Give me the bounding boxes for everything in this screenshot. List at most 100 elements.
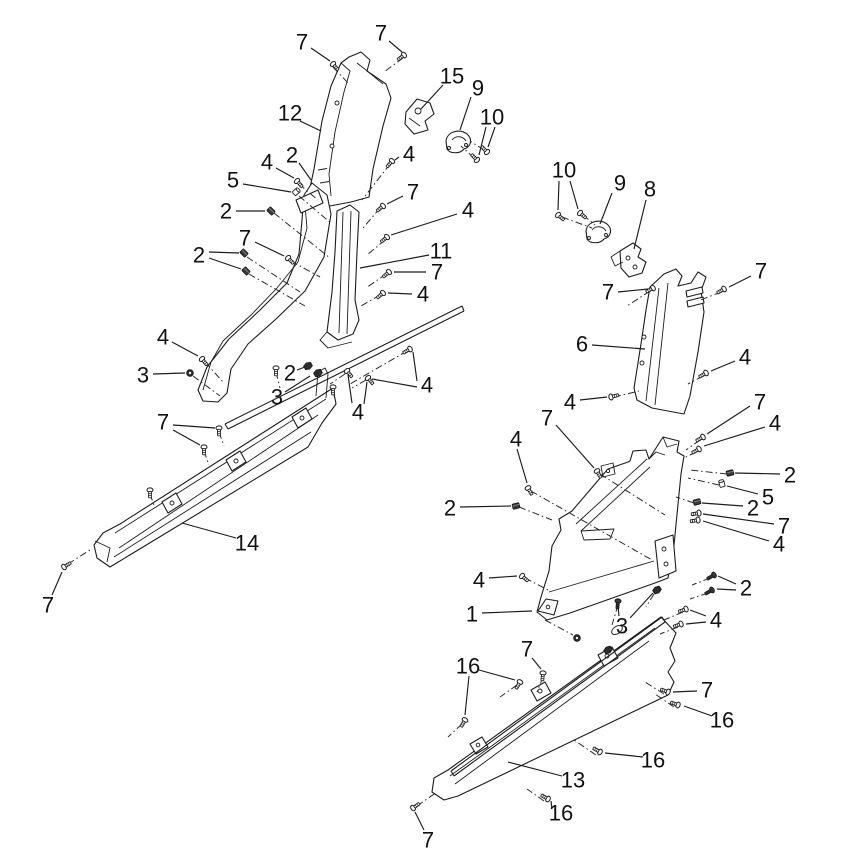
- part-11-crease: [338, 211, 344, 334]
- callout-label-6: 6: [576, 332, 588, 357]
- part-9-clamp-lower: [585, 220, 612, 244]
- fastener-screw: [215, 425, 223, 437]
- fastener-axis-line: [192, 375, 221, 397]
- fastener-axis-line: [687, 477, 720, 486]
- leader-line-7: [172, 429, 201, 446]
- part-1-foot-hole: [545, 604, 551, 610]
- callout-label-2: 2: [220, 199, 232, 224]
- callout-label-4: 4: [462, 198, 474, 223]
- leader-line-10: [478, 126, 487, 156]
- callout-label-16: 16: [641, 748, 665, 773]
- callout-label-7: 7: [701, 678, 713, 703]
- callout-label-16: 16: [710, 708, 734, 733]
- leader-line-4: [579, 396, 608, 401]
- fastener-screw: [518, 572, 530, 583]
- callout-label-7: 7: [296, 30, 308, 55]
- part-6-crease: [645, 287, 660, 402]
- callout-label-3: 3: [271, 385, 283, 410]
- leader-line-6: [591, 344, 646, 350]
- callout-label-5: 5: [762, 485, 774, 510]
- callout-label-10: 10: [552, 158, 576, 183]
- leader-line-4: [387, 292, 413, 295]
- leader-line-4: [702, 520, 770, 542]
- callout-label-7: 7: [521, 637, 533, 662]
- leader-line-10: [569, 180, 579, 210]
- part-13-channel-line: [454, 640, 650, 785]
- fastener-screw: [381, 268, 393, 279]
- leader-line-2: [701, 502, 744, 507]
- part-1-ear-hole: [605, 468, 611, 474]
- leader-line-16: [464, 675, 470, 716]
- part-15-hinge-bracket: [404, 98, 435, 135]
- part-8-bracket: [619, 242, 647, 278]
- part-11-pillar-panel: [326, 204, 360, 341]
- part-1-ridge: [580, 466, 651, 532]
- leader-line-4: [390, 213, 458, 236]
- leader-line-7: [672, 690, 698, 693]
- fastener-screw: [554, 211, 566, 222]
- part-6-hole: [639, 360, 645, 366]
- fastener-screw: [669, 700, 681, 709]
- callout-label-12: 12: [278, 101, 302, 126]
- part-14-end-tab: [315, 367, 329, 399]
- leader-line-2: [717, 575, 737, 585]
- leader-line-4: [371, 378, 418, 388]
- part-9-clamp-upper: [445, 130, 472, 154]
- left-assembly: [93, 51, 465, 568]
- fastener-screw: [375, 202, 387, 213]
- callout-label-2: 2: [193, 243, 205, 268]
- fastener-axis-line: [561, 216, 593, 229]
- callout-label-7: 7: [407, 180, 419, 205]
- fastener-axis-line: [526, 788, 545, 802]
- callout-label-2: 2: [784, 463, 796, 488]
- part-14-tab-hole: [169, 500, 175, 506]
- fastener-axis-line: [530, 490, 653, 561]
- fastener-axis-line: [273, 212, 331, 259]
- fastener-axis-line: [416, 791, 438, 807]
- callout-label-13: 13: [561, 768, 585, 793]
- fastener-axis-line: [659, 626, 679, 635]
- leader-line-3: [284, 375, 311, 393]
- leader-line-3: [152, 372, 186, 375]
- part-12-slots: [317, 168, 330, 184]
- fastener-grommet: [573, 634, 581, 642]
- leader-line-16: [550, 800, 553, 810]
- leader-line-4: [488, 575, 518, 579]
- fastener-screw: [284, 254, 295, 265]
- fastener-screw: [402, 345, 413, 355]
- fastener-well: [718, 479, 726, 488]
- leader-line-4: [275, 167, 295, 179]
- leader-line-16: [604, 752, 644, 758]
- part-6-vent-slot: [685, 286, 704, 298]
- fastener-screw: [659, 687, 671, 696]
- leader-line-9: [599, 192, 613, 225]
- leader-line-7: [617, 288, 649, 293]
- fastener-screwDark: [704, 586, 715, 596]
- fastener-screw: [470, 153, 481, 164]
- leader-line-2: [716, 588, 737, 591]
- leader-line-11: [359, 254, 430, 269]
- fasteners: [61, 51, 735, 812]
- fastener-screw: [698, 369, 709, 379]
- left-arm-inner-contour: [202, 194, 308, 391]
- fastener-clip: [603, 645, 613, 655]
- leader-line-2: [296, 366, 306, 371]
- callout-label-4: 4: [564, 390, 576, 415]
- fastener-screw: [691, 445, 702, 455]
- part-1-chevron: [580, 528, 615, 541]
- fastener-screw: [540, 793, 551, 803]
- callout-label-4: 4: [710, 608, 722, 633]
- leader-line-4: [347, 374, 353, 404]
- part-8-hole: [625, 255, 631, 261]
- leader-line-7: [51, 571, 63, 596]
- fastener-axis-line: [204, 361, 224, 383]
- leader-line-4: [703, 426, 766, 447]
- part-6-vent-slot: [686, 296, 705, 308]
- leader-line-4: [412, 351, 418, 382]
- fastener-well: [291, 187, 301, 196]
- part-14-rocker-panel: [93, 387, 337, 568]
- part-14-channel-line: [113, 431, 312, 558]
